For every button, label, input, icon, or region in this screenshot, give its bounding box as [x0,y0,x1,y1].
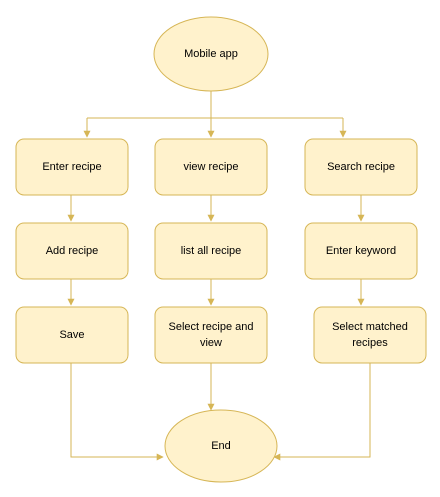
label-view-recipe: view recipe [183,161,238,173]
node-search-recipe [304,138,418,196]
node-save [15,306,129,364]
node-select-recipe-and-view [154,306,268,364]
label-add-recipe: Add recipe [46,245,99,257]
node-enter-recipe [15,138,129,196]
label-end: End [211,440,231,452]
node-end [164,409,278,483]
node-select-matched-recipes [313,306,427,364]
edge-save-to-end [70,363,164,461]
label-select-recipe-and-view-line-1: Select recipe and [169,321,254,333]
node-view-recipe [154,138,268,196]
label-enter-recipe: Enter recipe [42,161,101,173]
label-select-matched-recipes-line-2: recipes [352,337,388,349]
label-list-all-recipe: list all recipe [181,245,242,257]
label-search-recipe: Search recipe [327,161,395,173]
label-select-recipe-and-view-line-2: view [200,337,222,349]
node-mobile-app [153,16,269,92]
label-save: Save [59,329,84,341]
node-list-all-recipe [154,222,268,280]
label-enter-keyword: Enter keyword [326,245,396,257]
edge-matched-to-end [273,363,371,461]
node-add-recipe [15,222,129,280]
label-mobile-app: Mobile app [184,48,238,60]
node-enter-keyword [304,222,418,280]
label-select-matched-recipes-line-1: Select matched [332,321,408,333]
